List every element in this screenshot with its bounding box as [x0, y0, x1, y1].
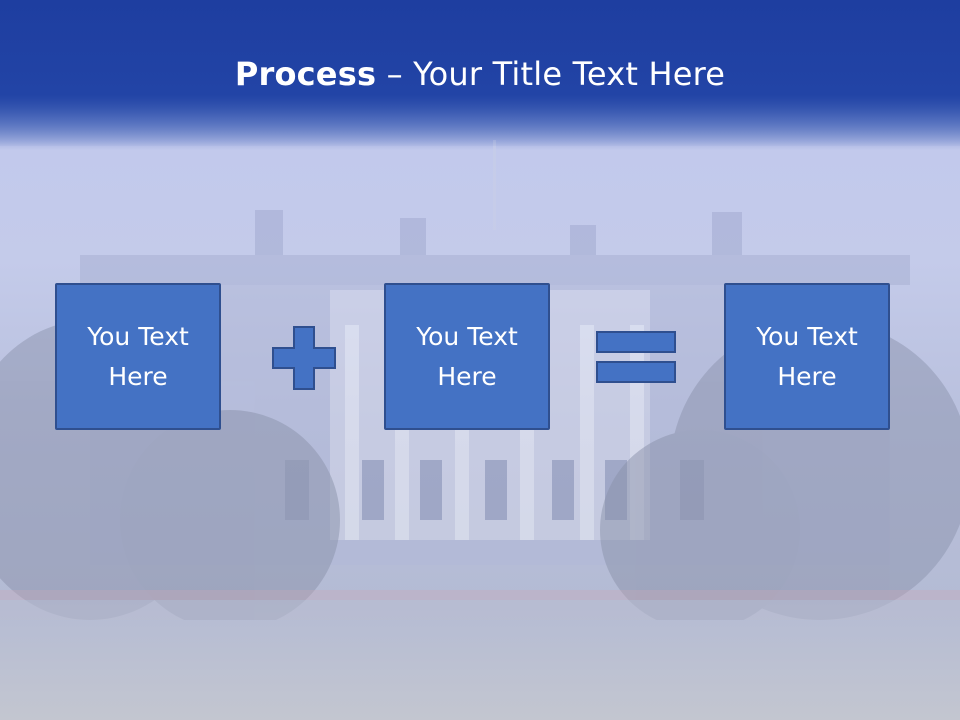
process-box-1-text: You Text Here: [87, 321, 189, 391]
title-rest: – Your Title Text Here: [376, 55, 726, 93]
process-box-2-text: You Text Here: [416, 321, 518, 391]
header-band: [0, 0, 960, 146]
title-bold: Process: [234, 55, 377, 93]
equals-icon: [596, 331, 676, 383]
process-box-3[interactable]: You Text Here: [724, 283, 890, 430]
process-box-2[interactable]: You Text Here: [384, 283, 550, 430]
slide-title: Process – Your Title Text Here: [0, 52, 960, 96]
plus-icon: [272, 326, 336, 390]
process-box-1[interactable]: You Text Here: [55, 283, 221, 430]
process-box-3-text: You Text Here: [756, 321, 858, 391]
